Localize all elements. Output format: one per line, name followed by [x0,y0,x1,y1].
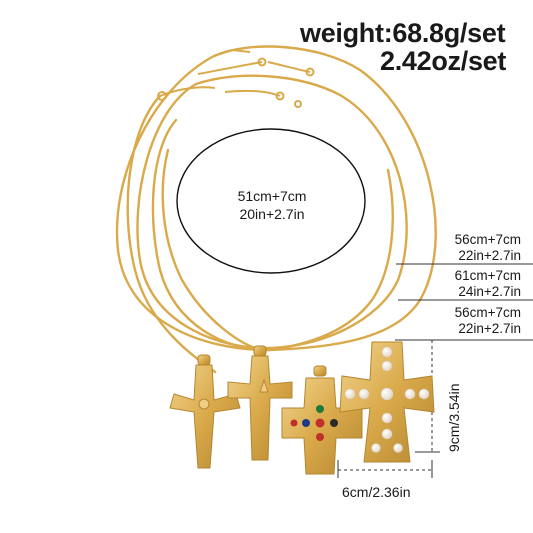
chain-2 [136,74,408,350]
necklace-length-1: 56cm+7cm 22in+2.7in [455,232,521,264]
necklace-length-2: 61cm+7cm 24in+2.7in [455,268,521,300]
chain-3 [151,118,270,352]
necklace-1-cm: 56cm+7cm [454,232,521,247]
cross-pendant-1 [169,354,241,469]
chain-outer [115,45,437,352]
cross-pendant-2 [227,345,293,461]
chains [115,45,437,374]
clasps [157,48,315,108]
chain-inner [161,148,264,352]
necklace-3-cm: 56cm+7cm [454,305,521,320]
necklace-2-in: 24in+2.7in [458,284,521,299]
chain-4 [126,94,217,374]
necklace-1-in: 22in+2.7in [458,248,521,263]
cross-pendant-4 [339,341,435,463]
pendant-height-label: 9cm/3.54in [446,383,462,452]
cross-pendant-3 [281,365,363,475]
weight-oz-label: 2.42oz/set [380,46,507,76]
necklace-length-3: 56cm+7cm 22in+2.7in [455,305,521,337]
inner-length-ring [176,128,366,274]
inner-ring-cm: 51cm+7cm [237,188,307,204]
inner-ring-label: 51cm+7cm 20in+2.7in [218,187,326,223]
weight-label: weight:68.8g/set [300,18,506,48]
inner-ring-in: 20in+2.7in [239,206,305,222]
necklace-3-in: 22in+2.7in [458,321,521,336]
necklace-2-cm: 61cm+7cm [454,268,521,283]
chain-5 [266,168,394,352]
pendant-width-label: 6cm/2.36in [342,484,411,500]
